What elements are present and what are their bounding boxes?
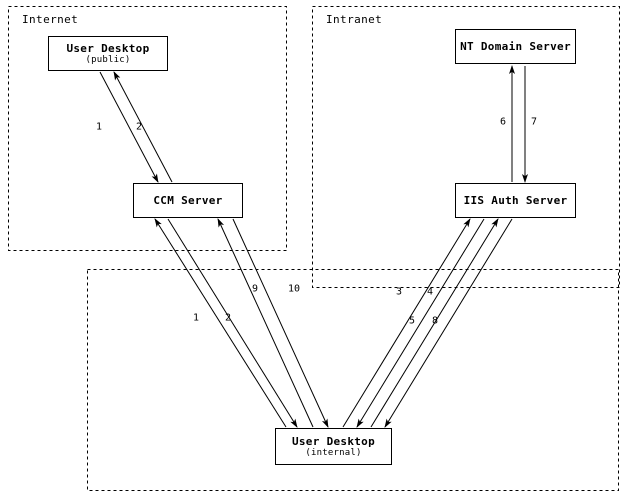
node-title-ccm-server: CCM Server (153, 194, 223, 207)
node-user-desktop-public[interactable]: User Desktop(public) (48, 36, 168, 71)
edge-label-e7: 7 (530, 116, 538, 128)
edge-arrow-e2 (113, 71, 173, 183)
node-title-user-desktop-internal: User Desktop (291, 434, 376, 448)
edge-arrow-e1 (99, 71, 159, 183)
edge-label-e3: 3 (395, 286, 403, 298)
node-nt-domain-server[interactable]: NT Domain Server (455, 29, 576, 64)
edge-arrow-e8 (384, 218, 513, 428)
node-iis-auth-server[interactable]: IIS Auth Server (455, 183, 576, 218)
edge-arrow-e2b (167, 218, 298, 428)
edge-label-e1: 1 (95, 121, 103, 133)
edge-arrow-e3 (342, 218, 471, 428)
zone-boundaries (8, 6, 620, 491)
edge-arrow-e5 (370, 218, 499, 428)
edge-arrows (99, 65, 528, 428)
edge-label-e8: 8 (431, 315, 439, 327)
edge-arrow-e1b (154, 218, 287, 428)
edge-label-e2: 2 (135, 121, 143, 133)
edge-label-e2b: 2 (224, 312, 232, 324)
node-title-nt-domain-server: NT Domain Server (460, 40, 571, 53)
node-subtitle-user-desktop-public: (public) (85, 54, 131, 65)
zone-boundary-internal-lan (87, 269, 619, 491)
edge-label-e10: 10 (287, 283, 301, 295)
edge-arrow-e4 (356, 218, 485, 428)
node-title-iis-auth-server: IIS Auth Server (463, 194, 568, 207)
edge-label-e1b: 1 (192, 312, 200, 324)
node-subtitle-user-desktop-internal: (internal) (305, 447, 362, 458)
edge-label-e5: 5 (408, 315, 416, 327)
node-user-desktop-internal[interactable]: User Desktop(internal) (275, 428, 392, 465)
edge-label-e4: 4 (426, 286, 434, 298)
edge-label-e6: 6 (499, 116, 507, 128)
zone-boundary-internet (8, 6, 287, 251)
edge-arrow-e9 (217, 218, 314, 428)
node-title-user-desktop-public: User Desktop (66, 41, 150, 55)
edge-label-e9: 9 (251, 283, 259, 295)
zone-label-internet: Internet (22, 13, 79, 26)
node-ccm-server[interactable]: CCM Server (133, 183, 243, 218)
edge-arrow-e10 (232, 218, 329, 428)
zone-label-intranet: Intranet (326, 13, 383, 26)
